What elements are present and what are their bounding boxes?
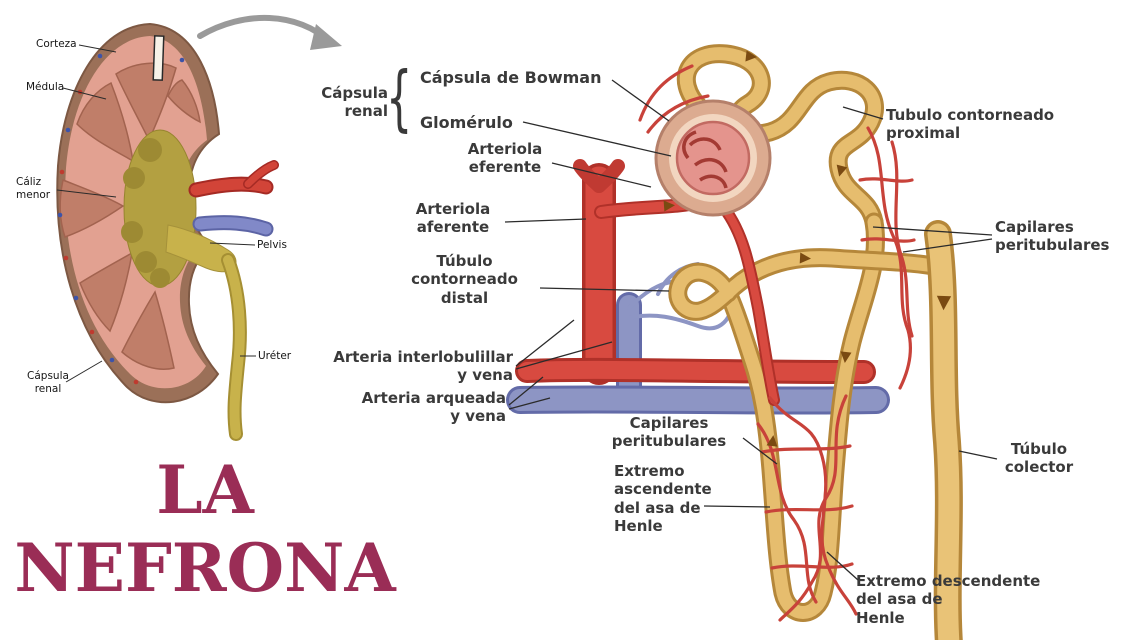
- cortex-dot: [133, 379, 139, 385]
- label-extremo-ascendente: Extremo ascendente del asa de Henle: [614, 462, 712, 535]
- leader-extremo-ascendente: [703, 505, 771, 508]
- peritubular-capillary-mesh: [638, 64, 916, 622]
- leader-capilares-izq: [742, 437, 778, 465]
- leader-interlobulillar-1: [515, 319, 575, 367]
- leader-caliz-menor: [56, 189, 117, 198]
- label-tubulo-proximal: Tubulo contorneado proximal: [886, 106, 1055, 143]
- peritubular-capillary: [860, 237, 916, 243]
- leader-capilares-der-2: [902, 238, 993, 253]
- label-capilares-peritubulares-izq: Capilares peritubulares: [611, 414, 727, 451]
- leader-glomerulo: [522, 121, 672, 157]
- renal-pyramid: [167, 79, 201, 124]
- cortex-dot: [97, 53, 103, 59]
- kidney-illustration: [56, 22, 279, 441]
- leader-arqueada-2: [508, 397, 551, 410]
- cortex-dot: [109, 357, 115, 363]
- label-capsula-renal-kidney: Cápsula renal: [27, 370, 69, 395]
- arcuate-vein: [509, 388, 887, 412]
- peritubular-capillary: [858, 177, 914, 183]
- title-line-1: LA: [156, 451, 254, 529]
- leader-lines-kidney: [56, 44, 256, 383]
- cortex-dot: [57, 212, 63, 218]
- glomerulus-capillary: [699, 174, 728, 189]
- label-arteriola-eferente: Arteriola eferente: [467, 140, 543, 177]
- glomerulus-capillary: [682, 130, 697, 160]
- cortex-dot: [179, 57, 185, 63]
- cortex-dot: [63, 255, 69, 261]
- leader-arteriola-aferente: [504, 218, 587, 223]
- renal-pyramid: [59, 178, 125, 238]
- label-arteriola-aferente: Arteriola aferente: [415, 200, 491, 237]
- label-corteza: Corteza: [36, 38, 77, 50]
- peritubular-capillary: [760, 444, 852, 454]
- transition-arrow-curve: [197, 14, 333, 45]
- renal-calyx: [135, 251, 157, 273]
- glomerulus-capillary: [693, 157, 728, 173]
- glomerulus-capillary: [688, 137, 722, 151]
- section-marker: [152, 35, 165, 81]
- label-caliz-menor: Cáliz menor: [16, 176, 51, 201]
- label-extremo-descendente: Extremo descendente del asa de Henle: [856, 572, 1041, 627]
- leader-corteza: [78, 44, 117, 53]
- renal-calyx: [138, 138, 162, 162]
- leader-medula: [62, 87, 107, 100]
- label-tubulo-colector: Túbulo colector: [1004, 440, 1074, 477]
- peritubular-capillary: [866, 126, 913, 390]
- cortex-dot: [73, 295, 79, 301]
- label-capilares-peritubulares-der: Capilares peritubulares: [995, 218, 1110, 255]
- leader-extremo-descendente: [826, 551, 859, 581]
- peritubular-capillary: [764, 504, 854, 514]
- leader-capsula-renal: [65, 360, 103, 383]
- page-title: LA NEFRONA: [10, 451, 400, 608]
- renal-artery-branch: [244, 161, 278, 188]
- venule-branch: [627, 312, 732, 331]
- label-glomerulo: Glomérulo: [420, 113, 513, 132]
- renal-calyx: [123, 167, 145, 189]
- renal-vein: [194, 217, 272, 235]
- leader-lines-nephron: [504, 79, 998, 581]
- label-capsula-bowman: Cápsula de Bowman: [420, 68, 602, 87]
- brace-icon: {: [386, 56, 413, 140]
- renal-artery: [190, 178, 272, 196]
- label-pelvis: Pelvis: [257, 239, 287, 251]
- leader-pelvis: [209, 242, 256, 246]
- label-arteria-interlobulillar: Arteria interlobulillar y vena: [333, 348, 513, 385]
- renal-calyx: [121, 221, 143, 243]
- label-tubulo-distal: Túbulo contorneado distal: [411, 252, 518, 307]
- leader-tubulo-proximal: [842, 106, 884, 120]
- arcuate-artery: [518, 360, 873, 381]
- ureter-duct: [223, 255, 245, 439]
- label-medula: Médula: [26, 81, 65, 93]
- renal-pyramid: [79, 251, 133, 333]
- peritubular-capillary: [770, 562, 854, 570]
- cortex-dot: [59, 169, 65, 175]
- peritubular-capillary: [638, 64, 694, 122]
- transition-arrow-head: [310, 24, 342, 50]
- transition-arrow: [197, 14, 342, 50]
- leader-capsula-bowman: [611, 79, 670, 122]
- peritubular-capillary: [646, 94, 710, 134]
- label-arteria-arqueada: Arteria arqueada y vena: [361, 389, 506, 426]
- cortex-dot: [89, 329, 95, 335]
- leader-interlobulillar-2: [515, 341, 613, 370]
- label-capsula-renal-group: Cápsula renal: [321, 84, 388, 121]
- title-line-2: NEFRONA: [14, 528, 396, 607]
- renal-calyx: [150, 268, 170, 288]
- leader-capilares-der-1: [872, 226, 993, 236]
- leader-arteriola-eferente: [551, 162, 652, 188]
- artery-fork: [592, 159, 625, 193]
- renal-pyramid: [121, 290, 175, 370]
- peritubular-capillary: [890, 140, 914, 338]
- renal-pyramid: [115, 62, 177, 142]
- efferent-arteriole: [720, 204, 778, 404]
- cortex-dots: [57, 53, 185, 385]
- leader-tubulo-distal: [539, 287, 670, 292]
- leader-arqueada-1: [508, 376, 544, 406]
- nephron-illustration: [506, 51, 951, 640]
- cortex-dot: [65, 127, 71, 133]
- label-ureter: Uréter: [258, 350, 292, 362]
- leader-tubulo-colector: [958, 450, 998, 460]
- peritubular-capillary: [768, 396, 858, 616]
